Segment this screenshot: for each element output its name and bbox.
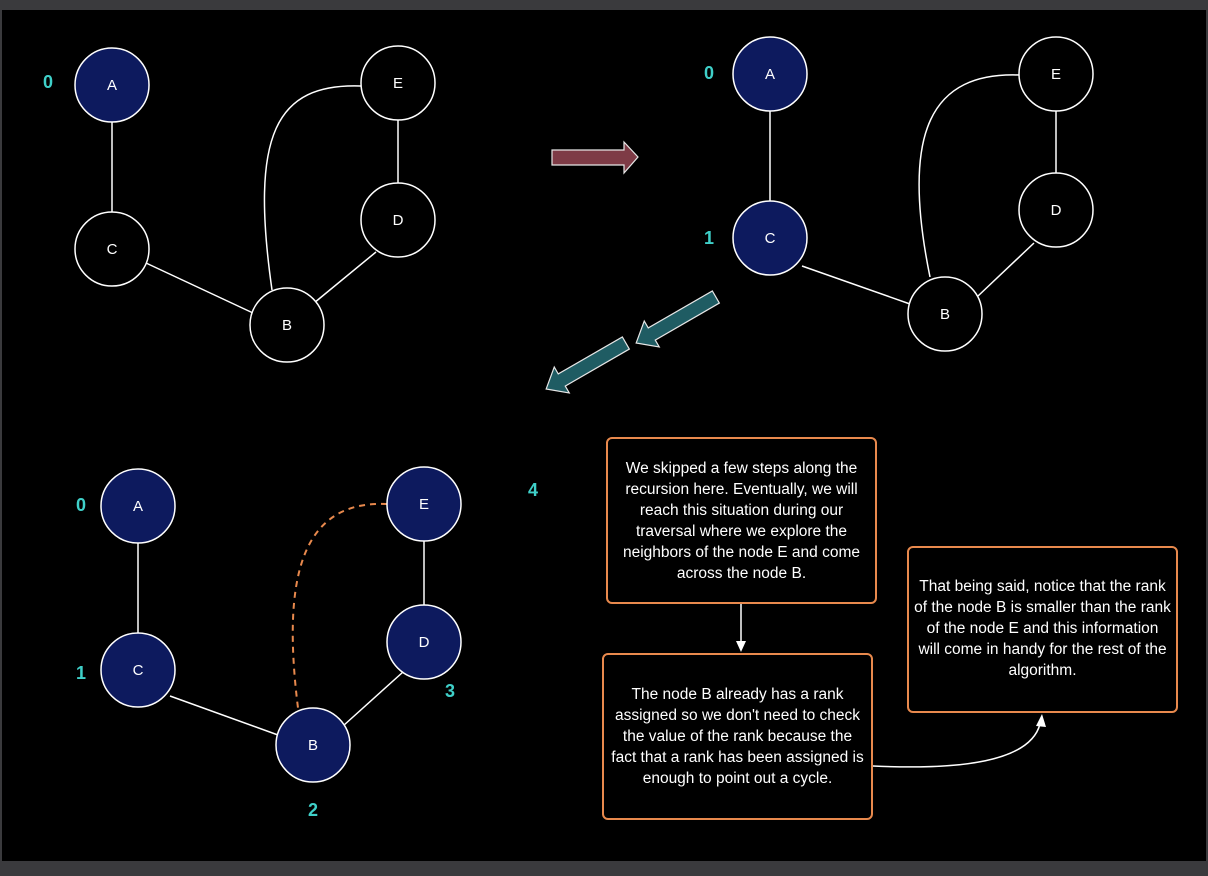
edge-b-d [313, 251, 377, 304]
node-e-label: E [1051, 66, 1061, 83]
arrowhead-up-icon [1036, 714, 1046, 727]
note-already-ranked: The node B already has a rank assigned s… [602, 653, 873, 820]
node-b [275, 707, 351, 783]
node-e-label: E [393, 75, 403, 92]
graph-after-nodes: A C B D E 0 1 2 3 4 [76, 466, 538, 820]
node-e [1018, 36, 1094, 112]
rank-label-a: 0 [76, 495, 86, 515]
node-b-label: B [282, 317, 292, 334]
node-d-label: D [393, 212, 404, 229]
edge-b-d [342, 671, 404, 727]
edge-c-b [145, 262, 254, 314]
edge-b-d [977, 242, 1035, 297]
node-e-label: E [419, 496, 429, 513]
node-e [386, 466, 462, 542]
node-a-label: A [765, 66, 775, 83]
right-arrow-icon [551, 140, 639, 175]
node-c [100, 632, 176, 708]
rank-label-a: 0 [43, 72, 53, 92]
graph-middle [769, 74, 1057, 305]
note-rank-comparison: That being said, notice that the rank of… [907, 546, 1178, 713]
back-edge-e-b [291, 502, 388, 709]
note-rank-comparison-text: That being said, notice that the rank of… [914, 578, 1171, 679]
node-b-label: B [308, 737, 318, 754]
node-d [360, 182, 436, 258]
node-b-label: B [940, 306, 950, 323]
down-left-arrow-lower-icon [545, 336, 631, 394]
node-c [74, 211, 150, 287]
connector-note2-note3 [872, 723, 1041, 768]
graph-before-nodes: A C B D E 0 [43, 45, 436, 363]
node-c-label: C [107, 241, 118, 258]
note-already-ranked-text: The node B already has a rank assigned s… [611, 686, 864, 787]
note-skipped-steps: We skipped a few steps along the recursi… [606, 437, 877, 604]
down-left-arrow-upper-icon [635, 290, 721, 348]
edge-e-b [263, 85, 362, 291]
node-d [386, 604, 462, 680]
node-c-label: C [765, 230, 776, 247]
node-e [360, 45, 436, 121]
node-c [732, 200, 808, 276]
edge-c-b [169, 695, 279, 736]
node-a-label: A [107, 77, 117, 94]
rank-label-c: 1 [704, 228, 714, 248]
arrowhead-down-icon [736, 641, 746, 652]
rank-label-b: 2 [308, 800, 318, 820]
node-c-label: C [133, 662, 144, 679]
node-d [1018, 172, 1094, 248]
rank-label-c: 1 [76, 663, 86, 683]
rank-label-d: 3 [445, 681, 455, 701]
node-b [907, 276, 983, 352]
edge-e-b [918, 74, 1020, 278]
node-a [732, 36, 808, 112]
rank-label-a: 0 [704, 63, 714, 83]
node-d-label: D [419, 634, 430, 651]
node-a [100, 468, 176, 544]
node-d-label: D [1051, 202, 1062, 219]
graph-before [111, 85, 399, 314]
edge-c-b [801, 265, 911, 305]
node-b [249, 287, 325, 363]
note-skipped-steps-text: We skipped a few steps along the recursi… [623, 459, 860, 582]
node-a [74, 47, 150, 123]
node-a-label: A [133, 498, 143, 515]
graph-after [137, 541, 425, 736]
rank-label-e: 4 [528, 480, 538, 500]
graph-middle-nodes: A C B D E 0 1 [704, 36, 1094, 352]
